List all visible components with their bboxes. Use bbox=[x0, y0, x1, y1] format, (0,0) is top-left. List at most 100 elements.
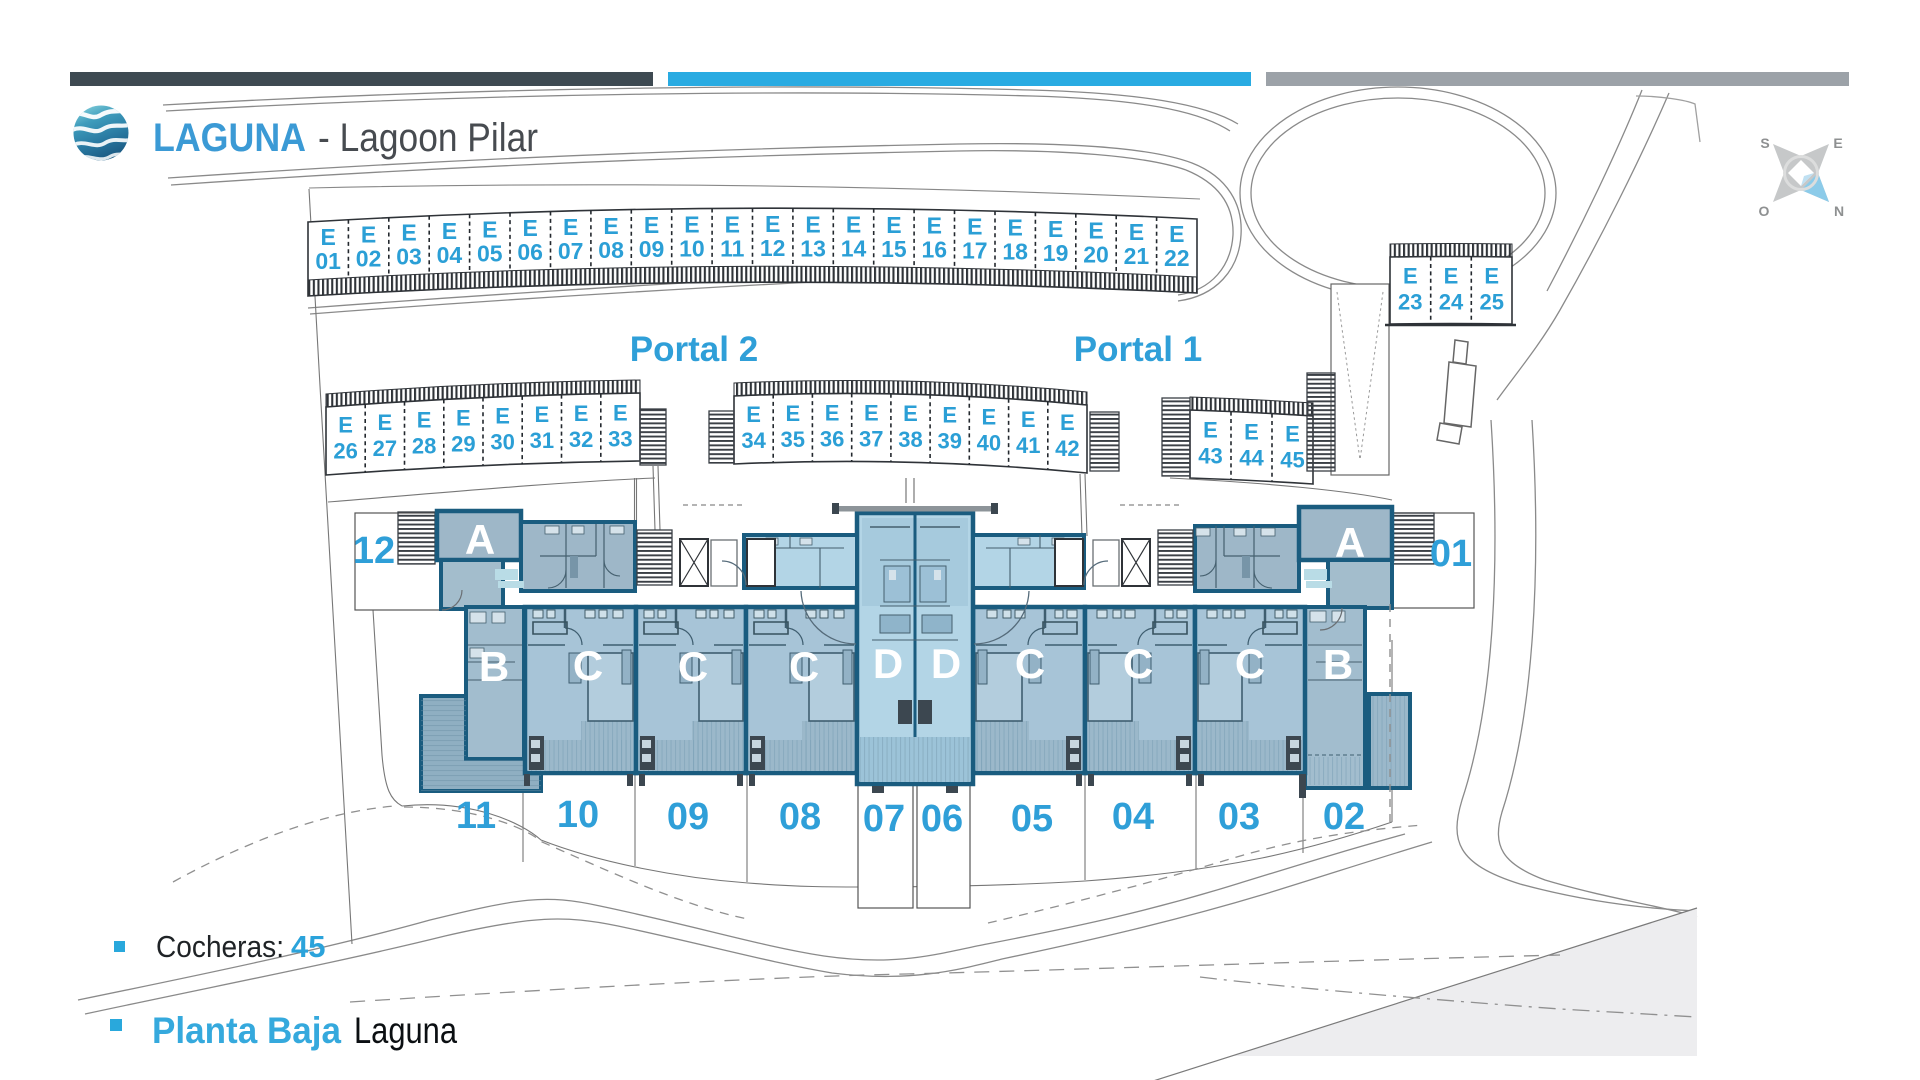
svg-text:03: 03 bbox=[396, 244, 422, 270]
svg-text:33: 33 bbox=[608, 426, 632, 451]
svg-text:E: E bbox=[321, 224, 336, 250]
svg-text:Cocheras:: Cocheras: bbox=[156, 929, 284, 964]
svg-text:E: E bbox=[967, 214, 982, 240]
svg-text:29: 29 bbox=[451, 431, 475, 456]
svg-text:37: 37 bbox=[859, 427, 883, 452]
svg-text:E: E bbox=[1021, 407, 1036, 432]
svg-text:36: 36 bbox=[820, 427, 844, 452]
svg-text:C: C bbox=[1123, 640, 1153, 687]
svg-text:06: 06 bbox=[517, 239, 543, 265]
svg-text:E: E bbox=[535, 402, 550, 427]
svg-text:08: 08 bbox=[598, 237, 624, 263]
svg-text:E: E bbox=[603, 213, 618, 239]
svg-text:D: D bbox=[931, 640, 961, 687]
svg-text:41: 41 bbox=[1016, 433, 1040, 458]
svg-text:12: 12 bbox=[353, 530, 395, 572]
svg-text:34: 34 bbox=[741, 428, 766, 453]
svg-text:E: E bbox=[805, 211, 820, 237]
svg-text:E: E bbox=[725, 211, 740, 237]
svg-text:20: 20 bbox=[1083, 241, 1109, 267]
svg-text:40: 40 bbox=[977, 431, 1001, 456]
svg-text:03: 03 bbox=[1218, 796, 1260, 838]
svg-text:35: 35 bbox=[781, 427, 805, 452]
svg-text:E: E bbox=[765, 211, 780, 237]
svg-text:23: 23 bbox=[1398, 290, 1422, 315]
svg-text:19: 19 bbox=[1043, 240, 1069, 266]
svg-text:E: E bbox=[1129, 219, 1144, 245]
svg-text:32: 32 bbox=[569, 427, 593, 452]
svg-text:E: E bbox=[613, 400, 628, 425]
svg-text:C: C bbox=[1235, 640, 1265, 687]
svg-text:E: E bbox=[1008, 215, 1023, 241]
svg-text:B: B bbox=[479, 643, 509, 690]
svg-text:10: 10 bbox=[557, 794, 599, 836]
svg-text:S: S bbox=[1760, 135, 1769, 151]
svg-text:21: 21 bbox=[1124, 243, 1150, 269]
svg-text:04: 04 bbox=[437, 242, 463, 268]
svg-text:E: E bbox=[1088, 217, 1103, 243]
svg-text:43: 43 bbox=[1198, 444, 1222, 469]
svg-text:17: 17 bbox=[962, 238, 988, 264]
svg-text:E: E bbox=[746, 402, 761, 427]
svg-text:LAGUNA: LAGUNA bbox=[153, 116, 306, 160]
svg-text:45: 45 bbox=[291, 929, 325, 964]
svg-text:E: E bbox=[1444, 264, 1459, 289]
svg-text:42: 42 bbox=[1055, 436, 1079, 461]
svg-text:E: E bbox=[361, 222, 376, 248]
svg-text:E: E bbox=[482, 216, 497, 242]
svg-text:13: 13 bbox=[800, 235, 826, 261]
svg-text:D: D bbox=[873, 640, 903, 687]
svg-text:09: 09 bbox=[667, 796, 709, 838]
svg-text:10: 10 bbox=[679, 236, 705, 262]
svg-text:E: E bbox=[886, 212, 901, 238]
svg-text:E: E bbox=[644, 212, 659, 238]
svg-text:25: 25 bbox=[1479, 290, 1503, 315]
svg-text:E: E bbox=[864, 401, 879, 426]
svg-text:01: 01 bbox=[1430, 533, 1472, 575]
svg-text:09: 09 bbox=[639, 236, 665, 262]
svg-text:E: E bbox=[942, 403, 957, 428]
svg-text:E: E bbox=[378, 410, 393, 435]
svg-text:N: N bbox=[1834, 203, 1844, 219]
svg-text:E: E bbox=[684, 212, 699, 238]
svg-text:01: 01 bbox=[315, 248, 341, 274]
svg-text:08: 08 bbox=[779, 796, 821, 838]
svg-text:15: 15 bbox=[881, 236, 907, 262]
svg-text:E: E bbox=[1833, 135, 1842, 151]
svg-text:44: 44 bbox=[1239, 446, 1264, 471]
svg-text:06: 06 bbox=[921, 798, 963, 840]
svg-text:24: 24 bbox=[1439, 290, 1464, 315]
svg-text:39: 39 bbox=[937, 429, 961, 454]
svg-text:28: 28 bbox=[412, 434, 436, 459]
svg-text:Planta Baja: Planta Baja bbox=[152, 1010, 341, 1051]
svg-text:E: E bbox=[825, 401, 840, 426]
svg-text:E: E bbox=[927, 213, 942, 239]
svg-text:07: 07 bbox=[863, 798, 905, 840]
svg-text:12: 12 bbox=[760, 235, 786, 261]
svg-text:Portal 1: Portal 1 bbox=[1074, 330, 1202, 369]
svg-text:Portal 2: Portal 2 bbox=[630, 330, 758, 369]
svg-text:E: E bbox=[785, 401, 800, 426]
svg-text:30: 30 bbox=[490, 430, 514, 455]
svg-text:A: A bbox=[1335, 519, 1365, 566]
svg-text:O: O bbox=[1759, 203, 1770, 219]
svg-text:E: E bbox=[574, 401, 589, 426]
svg-text:E: E bbox=[982, 405, 997, 430]
svg-text:26: 26 bbox=[333, 439, 357, 464]
svg-text:C: C bbox=[1015, 640, 1045, 687]
svg-text:E: E bbox=[1285, 422, 1300, 447]
svg-text:45: 45 bbox=[1280, 448, 1304, 473]
svg-text:E: E bbox=[1244, 420, 1259, 445]
svg-text:C: C bbox=[789, 643, 819, 690]
svg-text:05: 05 bbox=[477, 240, 503, 266]
svg-text:38: 38 bbox=[898, 427, 922, 452]
svg-text:31: 31 bbox=[530, 428, 554, 453]
svg-text:E: E bbox=[1048, 216, 1063, 242]
svg-text:07: 07 bbox=[558, 238, 584, 264]
svg-text:E: E bbox=[442, 218, 457, 244]
svg-text:E: E bbox=[456, 405, 471, 430]
svg-text:C: C bbox=[678, 643, 708, 690]
svg-text:E: E bbox=[1403, 264, 1418, 289]
svg-text:11: 11 bbox=[456, 795, 496, 837]
svg-text:E: E bbox=[563, 214, 578, 240]
